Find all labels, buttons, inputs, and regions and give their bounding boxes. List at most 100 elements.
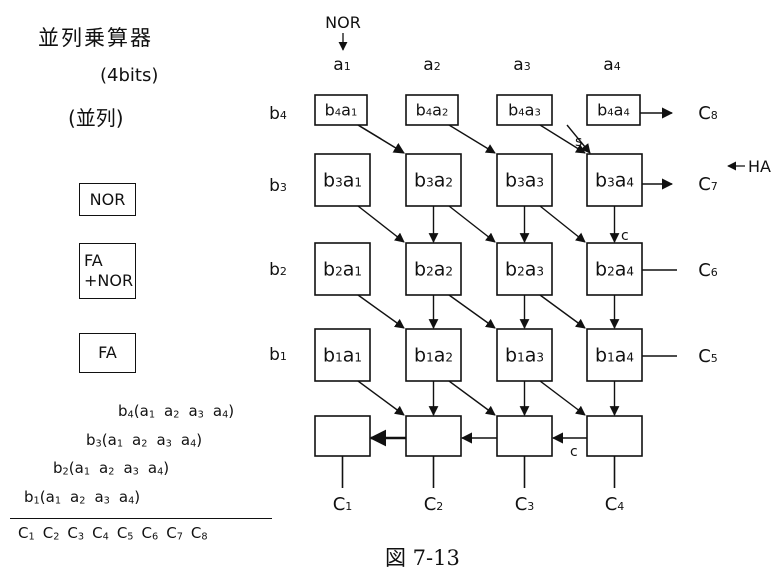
sum-wire bbox=[448, 124, 496, 154]
sum-wire bbox=[539, 124, 586, 154]
sum-wire bbox=[539, 380, 586, 416]
legend-fa-nor-line1: FA bbox=[84, 251, 103, 270]
partial-product-multiplier: b1 bbox=[24, 488, 40, 507]
final-adder-4 bbox=[586, 415, 643, 457]
figure-caption: 図 7-13 bbox=[385, 546, 460, 570]
result-divider bbox=[10, 518, 272, 519]
column-header-a4: a4 bbox=[603, 55, 620, 75]
cell-label-b2a3: b2a3 bbox=[505, 259, 544, 281]
cell-b2a1 bbox=[314, 242, 371, 296]
side-input-label: HA bbox=[748, 157, 771, 176]
partial-product-term: a2 bbox=[70, 488, 86, 507]
result-bit: C7 bbox=[166, 524, 183, 543]
final-adder-2 bbox=[405, 415, 462, 457]
result-bit: C6 bbox=[141, 524, 159, 543]
final-adder-1 bbox=[314, 415, 371, 457]
sum-wire bbox=[539, 294, 586, 329]
partial-product-term: a3 bbox=[156, 431, 172, 450]
partial-product-term: a2 bbox=[132, 431, 148, 450]
partial-product-term: a1 bbox=[139, 402, 156, 421]
column-header-a2: a2 bbox=[423, 55, 440, 75]
partial-product-term: a3 bbox=[123, 459, 139, 478]
cell-label-b1a2: b1a2 bbox=[414, 345, 453, 367]
cell-b1a3 bbox=[496, 328, 553, 382]
partial-product-multiplier: b3 bbox=[86, 431, 102, 450]
cell-b3a1 bbox=[314, 153, 371, 207]
sum-wire bbox=[539, 205, 586, 243]
cell-label-b2a1: b2a1 bbox=[323, 259, 362, 281]
final-carry-annotation: c bbox=[570, 444, 578, 460]
column-header-a1: a1 bbox=[333, 55, 350, 75]
cell-b3a4 bbox=[586, 153, 643, 207]
partial-product-multiplier: b4 bbox=[118, 402, 134, 421]
legend-fa-nor-box: FA +NOR bbox=[79, 243, 136, 299]
row-header-b3: b3 bbox=[269, 176, 287, 196]
cell-b4a3 bbox=[496, 94, 553, 126]
cell-label-b3a4: b3a4 bbox=[595, 170, 634, 192]
cell-label-b4a2: b4a2 bbox=[416, 101, 449, 120]
output-C7: C7 bbox=[698, 174, 718, 195]
cell-label-b1a4: b1a4 bbox=[595, 345, 634, 367]
cell-label-b2a2: b2a2 bbox=[414, 259, 453, 281]
row-header-b1: b1 bbox=[269, 345, 287, 365]
diagram-subtitle: (4bits) bbox=[100, 65, 159, 86]
legend-nor-label: NOR bbox=[89, 189, 126, 209]
result-bit: C5 bbox=[116, 524, 134, 543]
diagram-mode: (並列) bbox=[68, 106, 124, 130]
cell-b2a3 bbox=[496, 242, 553, 296]
diagram-title: 並列乗算器 bbox=[38, 26, 153, 50]
output-C8: C8 bbox=[698, 103, 718, 124]
cell-b4a4 bbox=[586, 94, 641, 126]
result-bit: C4 bbox=[92, 524, 109, 543]
cell-b4a1 bbox=[314, 94, 368, 126]
partial-product-multiplier: b2 bbox=[53, 459, 69, 478]
result-bit: C1 bbox=[18, 524, 35, 543]
top-input-label: NOR bbox=[325, 13, 361, 32]
row-header-b4: b4 bbox=[269, 104, 287, 124]
sum-annotation: s bbox=[575, 134, 582, 150]
result-bit: C2 bbox=[42, 524, 60, 543]
sum-wire bbox=[448, 380, 496, 416]
legend-fa-box: FA bbox=[79, 333, 136, 373]
cell-label-b4a3: b4a3 bbox=[508, 101, 541, 120]
final-adder-3 bbox=[496, 415, 553, 457]
output-C1: C1 bbox=[333, 494, 353, 515]
column-header-a3: a3 bbox=[513, 55, 530, 75]
partial-product-term: a1 bbox=[45, 488, 62, 507]
partial-product-term: a4 bbox=[118, 488, 135, 507]
cell-b2a4 bbox=[586, 242, 643, 296]
sum-wire bbox=[448, 205, 496, 243]
cell-label-b4a1: b4a1 bbox=[325, 101, 358, 120]
partial-product-term: a4 bbox=[180, 431, 197, 450]
partial-product-term: a2 bbox=[164, 402, 180, 421]
cell-b3a2 bbox=[405, 153, 462, 207]
partial-product-term: a1 bbox=[107, 431, 124, 450]
sum-wire bbox=[357, 205, 405, 243]
cell-label-b3a2: b3a2 bbox=[414, 170, 453, 192]
row-header-b2: b2 bbox=[269, 260, 287, 280]
output-C6: C6 bbox=[698, 260, 718, 281]
cell-label-b3a1: b3a1 bbox=[323, 170, 362, 192]
cell-label-b4a4: b4a4 bbox=[597, 101, 630, 120]
cell-label-b3a3: b3a3 bbox=[505, 170, 544, 192]
cell-b1a1 bbox=[314, 328, 371, 382]
partial-product-term: a1 bbox=[74, 459, 91, 478]
cell-label-b2a4: b2a4 bbox=[595, 259, 634, 281]
cell-label-b1a3: b1a3 bbox=[505, 345, 544, 367]
cell-b2a2 bbox=[405, 242, 462, 296]
legend-fa-nor-line2: +NOR bbox=[84, 271, 134, 290]
cell-b4a2 bbox=[405, 94, 459, 126]
sum-wire bbox=[448, 294, 496, 329]
partial-product-term: a4 bbox=[147, 459, 164, 478]
sum-wire bbox=[357, 124, 405, 154]
cell-b3a3 bbox=[496, 153, 553, 207]
partial-product-term: a3 bbox=[188, 402, 204, 421]
result-bit: C8 bbox=[190, 524, 208, 543]
cell-b1a4 bbox=[586, 328, 643, 382]
partial-product-term: a3 bbox=[94, 488, 110, 507]
